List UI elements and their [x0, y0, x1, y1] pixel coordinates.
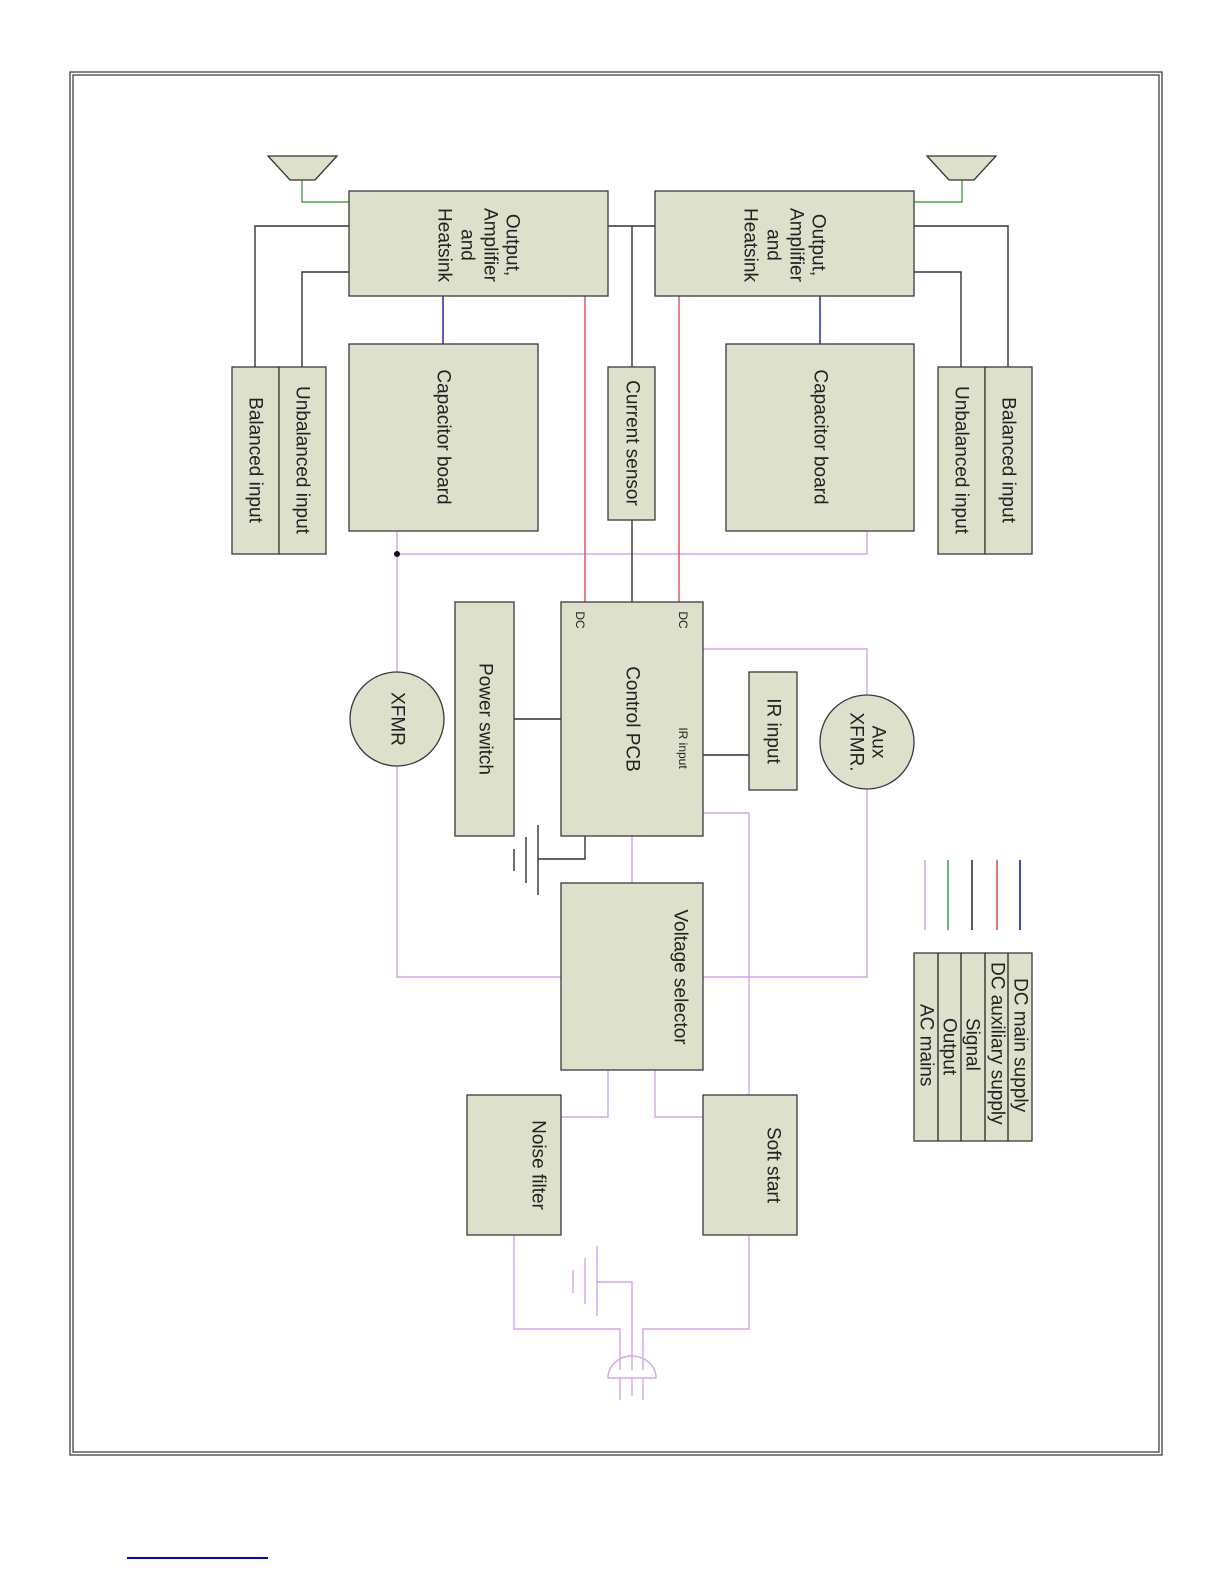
page-frame-inner — [72, 74, 1160, 1453]
legend: DC main supply DC auxiliary supply Signa… — [913, 860, 1033, 1142]
noise-filter: Noise filter — [466, 1094, 562, 1236]
svg-text:Output,: Output, — [808, 214, 829, 276]
svg-text:Noise filter: Noise filter — [528, 1120, 549, 1210]
output-wire-right — [914, 180, 963, 203]
svg-text:DC: DC — [676, 611, 690, 629]
svg-text:XFMR: XFMR — [387, 692, 408, 746]
svg-text:Soft start: Soft start — [763, 1127, 784, 1204]
ac-mains-wires — [396, 531, 868, 1370]
speaker-left-icon — [266, 155, 339, 181]
svg-text:Capacitor board: Capacitor board — [433, 369, 454, 504]
unbalanced-input-right: Unbalanced input — [937, 366, 986, 555]
svg-text:XFMR.: XFMR. — [846, 712, 867, 771]
svg-text:Unbalanced input: Unbalanced input — [292, 386, 313, 535]
ir-input: IR input — [748, 671, 798, 791]
power-switch: Power switch — [454, 601, 515, 837]
svg-text:Amplifier: Amplifier — [786, 208, 807, 283]
svg-text:Heatsink: Heatsink — [434, 208, 455, 282]
svg-text:Balanced input: Balanced input — [245, 397, 266, 523]
legend-label: AC mains — [916, 1004, 937, 1086]
svg-text:DC: DC — [573, 611, 587, 629]
svg-text:Aux: Aux — [868, 726, 889, 759]
svg-text:and: and — [457, 229, 478, 261]
capacitor-board-left: Capacitor board — [348, 343, 539, 532]
svg-text:Output,: Output, — [502, 214, 523, 276]
control-pcb: Control PCB DC DC IR input — [560, 601, 704, 837]
balanced-input-left: Balanced input — [231, 366, 280, 555]
svg-text:IR input: IR input — [763, 698, 784, 764]
legend-label: DC main supply — [1010, 978, 1031, 1113]
mains-plug-icon — [607, 1355, 657, 1400]
legend-label: Signal — [962, 1018, 983, 1071]
svg-text:Balanced input: Balanced input — [998, 397, 1019, 523]
svg-text:and: and — [763, 229, 784, 261]
svg-text:Power switch: Power switch — [475, 663, 496, 775]
svg-text:Voltage selector: Voltage selector — [670, 909, 691, 1045]
soft-start: Soft start — [702, 1094, 798, 1236]
svg-text:IR input: IR input — [676, 727, 690, 769]
output-wire-left — [301, 180, 349, 203]
amplifier-right: Output, Amplifier and Heatsink — [654, 190, 915, 297]
signal-wires — [254, 225, 1009, 860]
legend-label: DC auxiliary supply — [987, 962, 1008, 1125]
junction-dot — [394, 551, 400, 557]
aux-xfmr: Aux XFMR. — [819, 694, 915, 790]
page-frame — [69, 71, 1163, 1456]
svg-text:Control PCB: Control PCB — [622, 666, 643, 772]
ground-symbol-mains — [572, 1246, 598, 1316]
svg-text:Unbalanced input: Unbalanced input — [951, 386, 972, 535]
svg-text:Capacitor board: Capacitor board — [810, 369, 831, 504]
svg-text:Amplifier: Amplifier — [480, 208, 501, 283]
speaker-right-icon — [925, 155, 998, 181]
capacitor-board-right: Capacitor board — [725, 343, 915, 532]
balanced-input-right: Balanced input — [984, 366, 1033, 555]
svg-text:Heatsink: Heatsink — [740, 208, 761, 282]
amplifier-left: Output, Amplifier and Heatsink — [348, 190, 609, 297]
legend-label: Output — [939, 1018, 960, 1076]
xfmr: XFMR — [349, 671, 445, 767]
unbalanced-input-left: Unbalanced input — [278, 366, 327, 555]
voltage-selector: Voltage selector — [560, 882, 704, 1071]
ground-symbol-control — [513, 825, 539, 895]
current-sensor: Current sensor — [607, 366, 656, 521]
svg-text:Current sensor: Current sensor — [622, 380, 643, 506]
